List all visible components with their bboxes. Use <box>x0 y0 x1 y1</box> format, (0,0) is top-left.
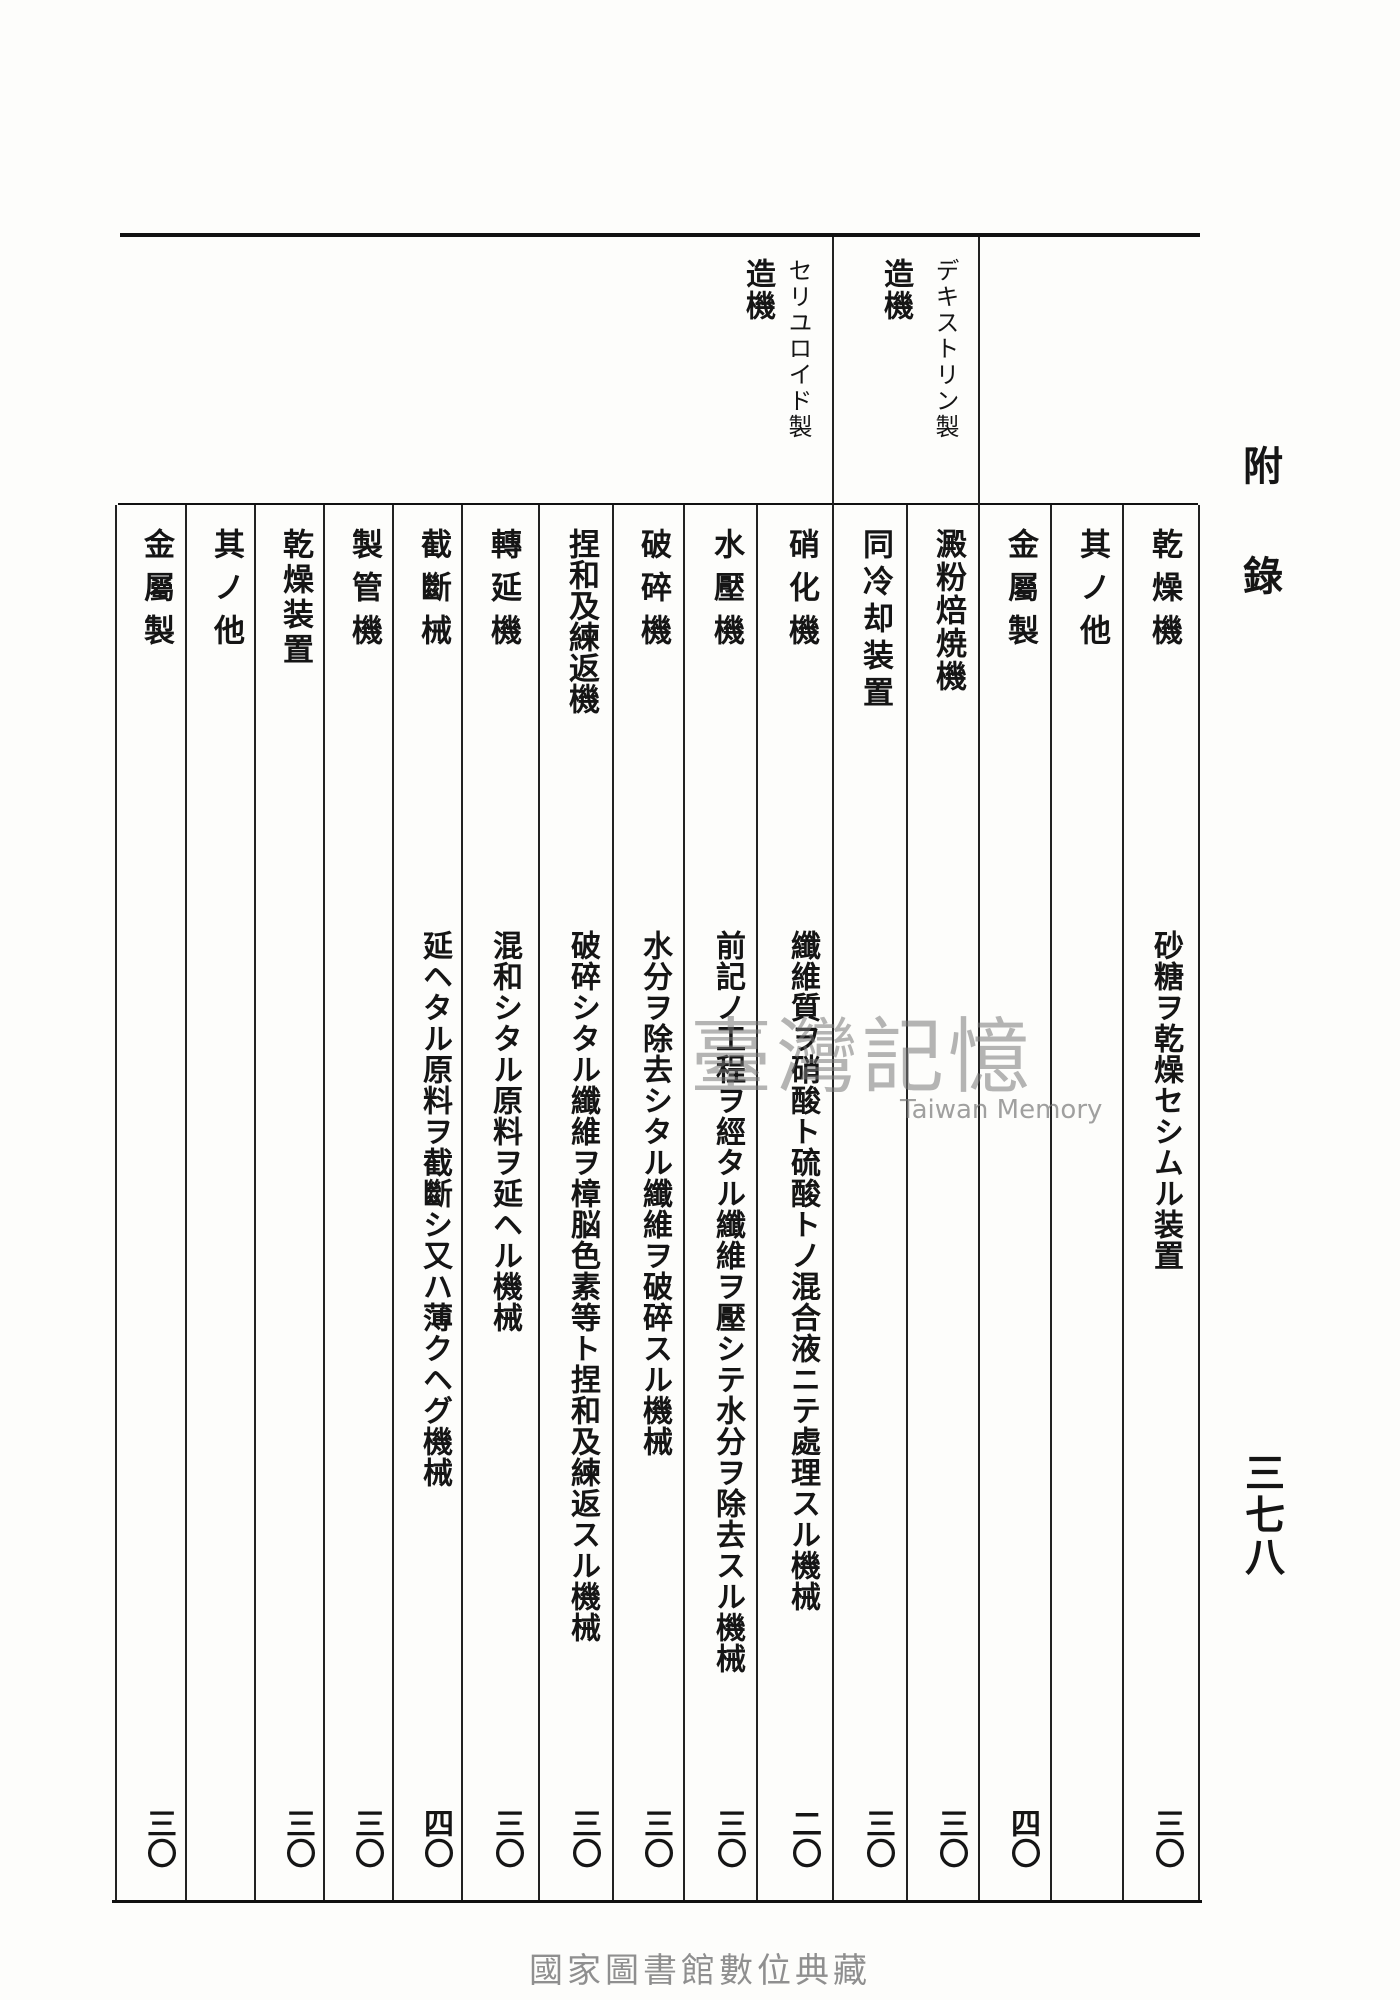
column-divider <box>906 505 908 1900</box>
column-divider <box>832 237 834 1900</box>
column-divider <box>392 505 394 1900</box>
row-8-name: 破碎機 <box>635 528 671 657</box>
column-divider <box>185 505 187 1900</box>
group-divider-rule <box>118 503 1198 505</box>
row-6-name: 硝化機 <box>783 528 819 657</box>
row-1-description: 砂糖ヲ乾燥セシムル装置 <box>1148 930 1183 1271</box>
row-14-name: 其ノ他 <box>208 528 244 657</box>
group-header-celluloid-line2: 造機 <box>740 258 775 322</box>
row-7-rate: 三〇 <box>711 1808 746 1868</box>
column-divider <box>978 237 980 1900</box>
row-12-name: 製管機 <box>346 528 382 657</box>
row-9-description: 破碎シタル纖維ヲ樟脳色素等ト捏和及練返スル機械 <box>565 930 600 1643</box>
column-divider <box>612 505 614 1900</box>
watermark-subtitle: Taiwan Memory <box>900 1095 1103 1125</box>
row-11-name: 截斷械 <box>415 528 451 657</box>
group-header-dextrin-line1: デキストリン製 <box>931 258 959 440</box>
row-5-rate: 三〇 <box>860 1808 895 1868</box>
row-9-name: 捏和及練返機 <box>563 528 599 714</box>
row-4-rate: 三〇 <box>933 1808 968 1868</box>
side-title: 附錄 <box>1236 445 1283 665</box>
column-divider <box>1122 505 1124 1900</box>
footer-credit: 國家圖書館數位典藏 <box>529 1951 871 1991</box>
row-15-name: 金屬製 <box>138 528 174 657</box>
group-header-celluloid-line1: セリユロイド製 <box>784 258 812 440</box>
row-10-description: 混和シタル原料ヲ延ヘル機械 <box>487 930 522 1333</box>
row-8-description: 水分ヲ除去シタル纖維ヲ破碎スル機械 <box>637 930 672 1457</box>
row-8-rate: 三〇 <box>638 1808 673 1868</box>
row-6-description: 纖維質ヲ硝酸ト硫酸トノ混合液ニテ處理スル機械 <box>785 930 820 1612</box>
column-divider <box>323 505 325 1900</box>
row-15-rate: 三〇 <box>141 1808 176 1868</box>
table-top-rule <box>120 233 1200 237</box>
row-4-name: 澱粉焙焼機 <box>930 528 966 693</box>
row-11-rate: 四〇 <box>418 1808 453 1868</box>
row-1-name: 乾燥機 <box>1146 528 1182 657</box>
column-divider <box>254 505 256 1900</box>
column-divider <box>115 505 117 1900</box>
row-13-name: 乾燥装置 <box>277 528 313 668</box>
row-7-name: 水壓機 <box>708 528 744 657</box>
page-number: 三七八 <box>1238 1452 1285 1578</box>
row-9-rate: 三〇 <box>566 1808 601 1868</box>
column-divider <box>1198 505 1200 1900</box>
row-1-rate: 三〇 <box>1149 1808 1184 1868</box>
row-3-rate: 四〇 <box>1005 1808 1040 1868</box>
row-11-description: 延ヘタル原料ヲ截斷シ又ハ薄クヘグ機械 <box>417 930 452 1488</box>
row-10-rate: 三〇 <box>489 1808 524 1868</box>
row-12-rate: 三〇 <box>349 1808 384 1868</box>
row-7-description: 前記ノ工程ヲ經タル纖維ヲ壓シテ水分ヲ除去スル機械 <box>710 930 745 1674</box>
column-divider <box>683 505 685 1900</box>
row-5-name: 同冷却装置 <box>857 528 893 713</box>
column-divider <box>461 505 463 1900</box>
watermark-logo-text: 臺灣記憶 <box>690 1010 1035 1105</box>
row-3-name: 金屬製 <box>1002 528 1038 657</box>
row-6-rate: 二〇 <box>786 1808 821 1868</box>
column-divider <box>538 505 540 1900</box>
group-header-dextrin-line2: 造機 <box>878 258 913 322</box>
row-10-name: 轉延機 <box>485 528 521 657</box>
row-2-name: 其ノ他 <box>1074 528 1110 657</box>
row-13-rate: 三〇 <box>280 1808 315 1868</box>
column-divider <box>756 505 758 1900</box>
column-divider <box>1050 505 1052 1900</box>
table-bottom-rule <box>112 1900 1202 1903</box>
